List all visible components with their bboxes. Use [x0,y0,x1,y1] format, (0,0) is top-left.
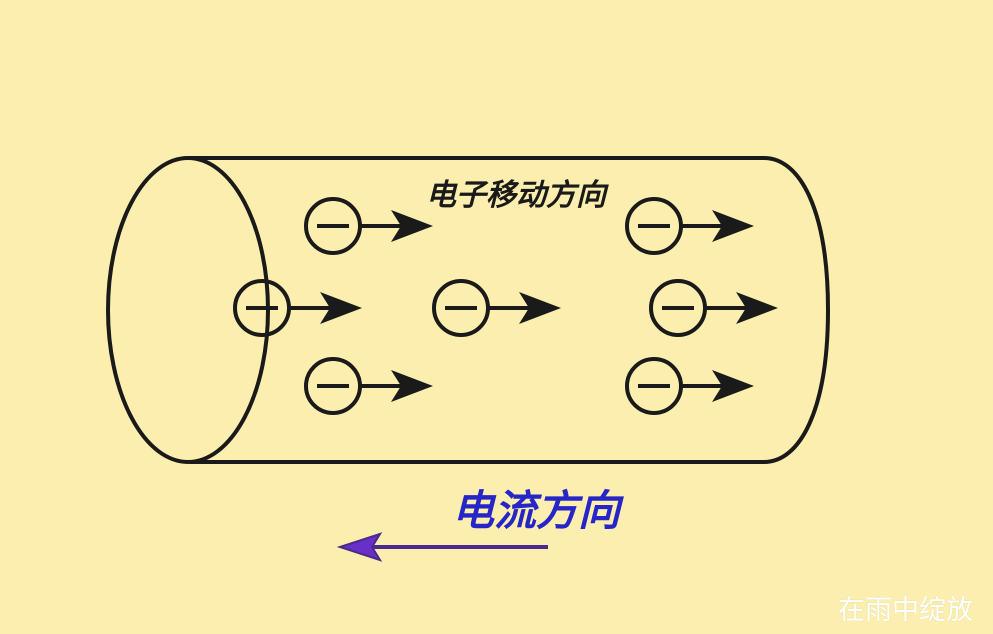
wire-cross-section [106,156,270,464]
wire-cylinder-body [190,156,831,464]
electron-motion-arrowhead [391,370,433,402]
electron-motion-arrowhead [712,370,754,402]
electron [625,197,754,255]
watermark: 在雨中绽放 [838,595,973,626]
electron-motion-arrowhead [320,292,362,324]
electron [304,357,433,415]
electron-motion-arrowhead [712,210,754,242]
electron-direction-label: 电子移动方向 [426,178,606,213]
electron [649,279,778,337]
electron [432,279,561,337]
electron [233,279,362,337]
electron-group [233,197,778,415]
current-direction-arrow [336,532,548,562]
electron [304,197,433,255]
electron [625,357,754,415]
electron-motion-arrowhead [519,292,561,324]
electron-motion-arrowhead [736,292,778,324]
electron-motion-arrowhead [391,210,433,242]
current-direction-label: 电流方向 [452,486,621,535]
